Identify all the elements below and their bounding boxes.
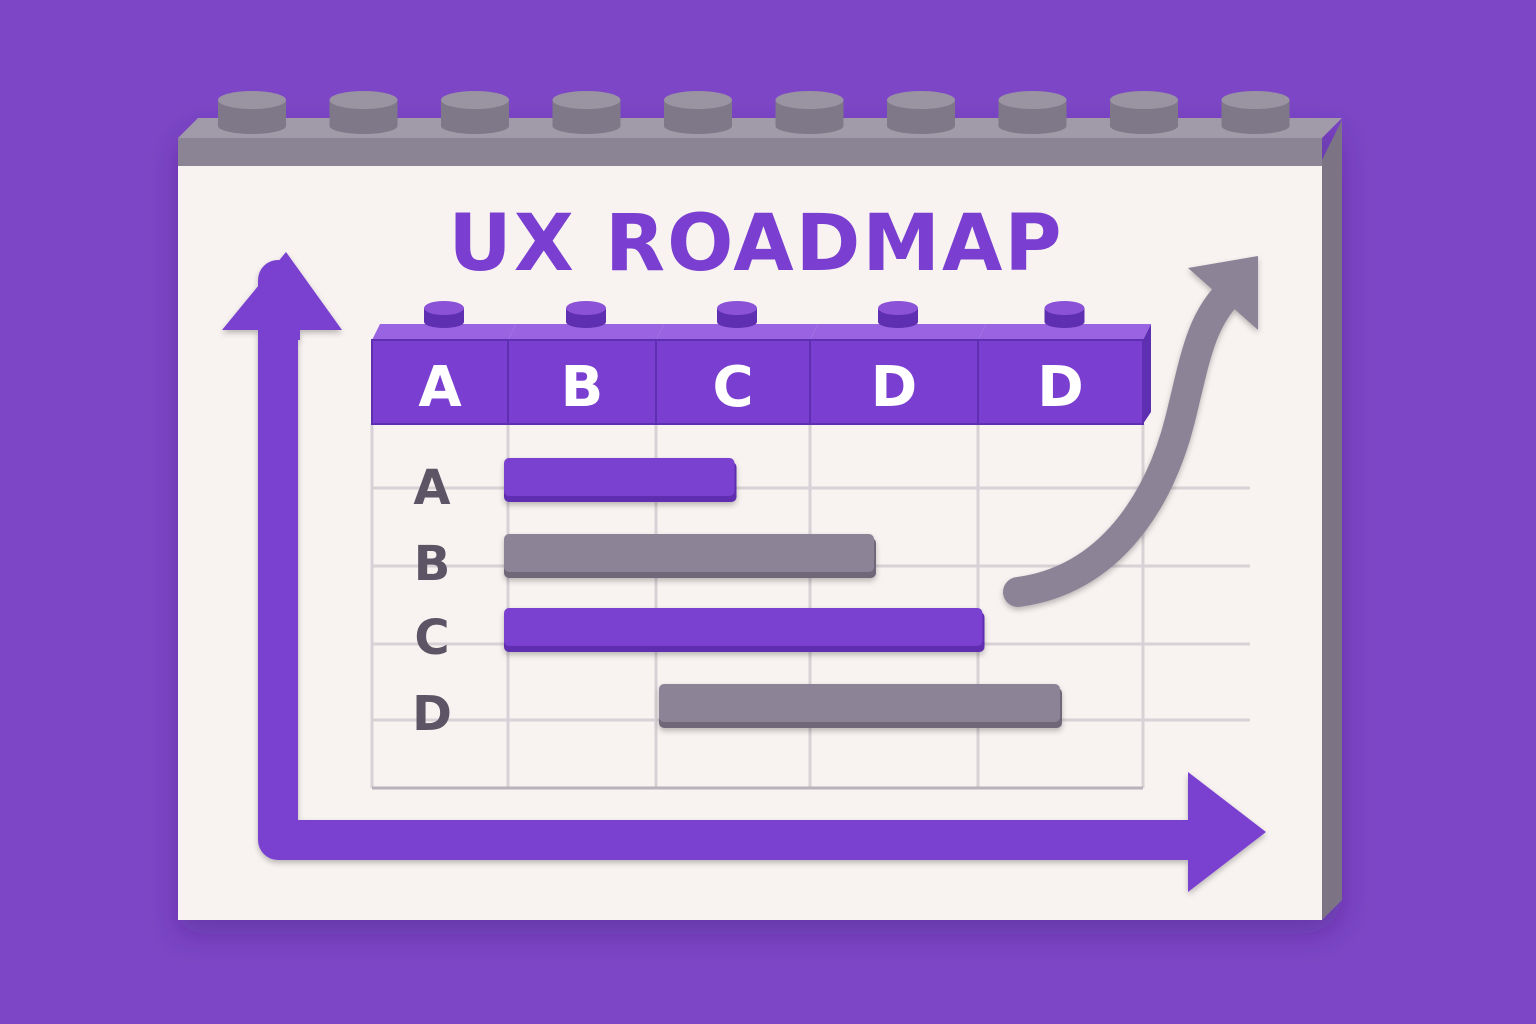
column-header-block: D	[809, 301, 986, 425]
up-arrow-head	[222, 252, 342, 340]
column-label: B	[561, 355, 604, 420]
column-header-block: C	[655, 301, 818, 425]
timeline-bar	[504, 458, 737, 502]
column-header-block: B	[507, 301, 664, 425]
page-title: UX ROADMAP	[448, 199, 1063, 289]
column-label: C	[712, 355, 753, 420]
timeline-bars	[504, 458, 1062, 728]
board-stud	[775, 91, 844, 134]
row-label: C	[414, 610, 449, 666]
row-label: D	[412, 686, 452, 742]
board-stud	[1110, 91, 1178, 134]
row-label: B	[414, 536, 451, 592]
timeline-bar	[504, 534, 876, 578]
timeline-bar	[659, 684, 1062, 728]
board-stud	[887, 91, 955, 134]
row-label: A	[413, 460, 450, 516]
column-header-block: D	[977, 301, 1151, 425]
board-stud	[441, 91, 509, 134]
board-stud	[329, 91, 398, 134]
board-stud	[998, 91, 1067, 134]
board-stud	[664, 91, 732, 134]
column-label: A	[418, 355, 462, 420]
axes-arrow	[222, 252, 1266, 892]
column-header-block: A	[371, 301, 516, 425]
board-studs	[218, 91, 1290, 134]
timeline-bar	[504, 608, 985, 652]
board-stud	[1221, 91, 1290, 134]
right-arrow-head	[1188, 772, 1266, 892]
column-label: D	[1037, 355, 1083, 420]
y-axis-arrow	[258, 260, 1220, 860]
board-stud	[218, 91, 286, 134]
column-label: D	[871, 355, 917, 420]
board-stud	[552, 91, 621, 134]
growth-arrow-head	[1188, 256, 1258, 330]
growth-arrow	[1003, 256, 1258, 607]
